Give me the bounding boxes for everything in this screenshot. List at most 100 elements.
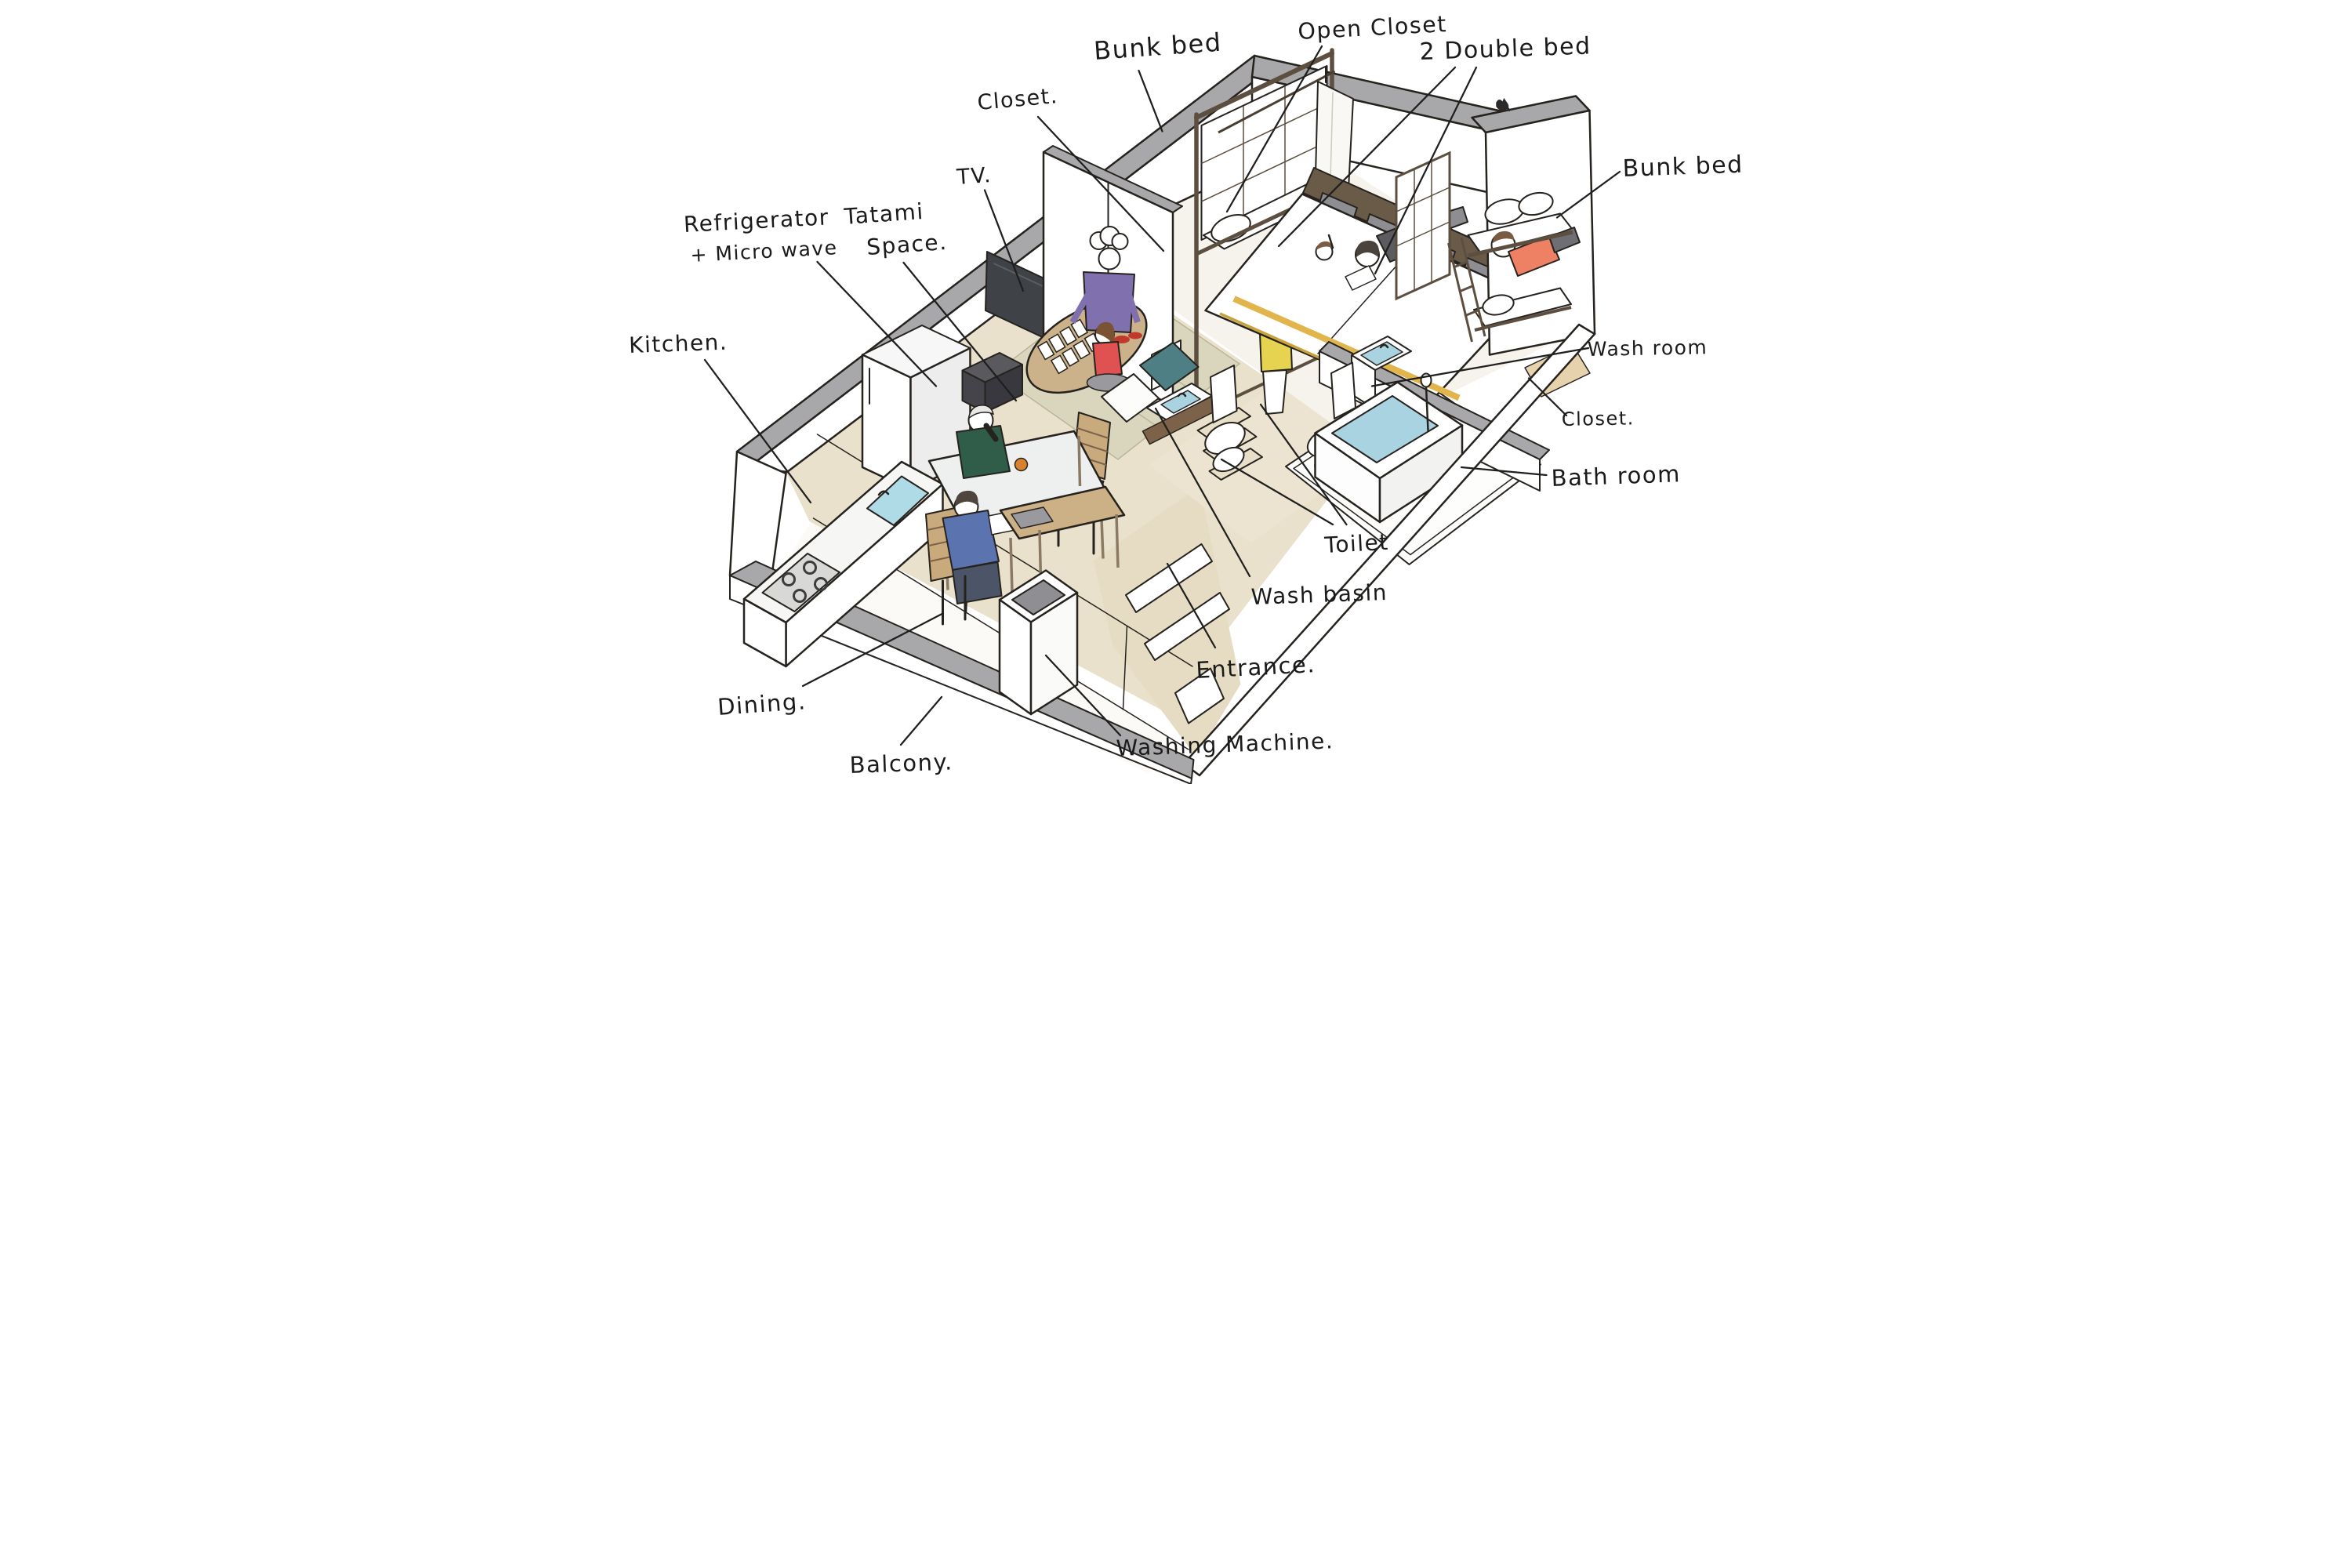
floor-plan-page: Bunk bed Open Closet 2 Double bed Closet… bbox=[588, 0, 1764, 784]
label-dining: Dining. bbox=[717, 688, 807, 720]
washroom-sink-cabinet bbox=[1351, 336, 1412, 410]
tatami-zone bbox=[1025, 226, 1200, 423]
label-closet-right: Closet. bbox=[1562, 407, 1635, 430]
label-wash-basin: Wash basin bbox=[1250, 579, 1388, 610]
bench-cushion bbox=[1011, 506, 1054, 529]
bunk-shoji-grid bbox=[1201, 85, 1327, 220]
label-bath-room: Bath room bbox=[1551, 460, 1681, 492]
entrance-zone bbox=[1125, 543, 1230, 724]
washroom-cabinet-basin bbox=[1360, 341, 1403, 366]
refrigerator-leader bbox=[816, 260, 938, 387]
toilet-leader-1 bbox=[1220, 458, 1334, 526]
grandfather-hair bbox=[968, 405, 995, 419]
child2-arm bbox=[1327, 234, 1334, 249]
label-bunk-bed-top: Bunk bed bbox=[1093, 27, 1223, 66]
washing-machine-lid bbox=[1011, 579, 1065, 615]
bathroom-zone bbox=[1314, 372, 1464, 524]
kitchen-zone bbox=[742, 325, 1023, 668]
mug bbox=[1014, 457, 1029, 472]
label-closet-top: Closet. bbox=[976, 84, 1059, 115]
mother-hair bbox=[1356, 240, 1379, 257]
book-paper bbox=[1345, 265, 1377, 291]
playing-cards bbox=[1036, 318, 1102, 375]
double-bed-leader-2 bbox=[1374, 66, 1478, 275]
washing-machine-unit bbox=[998, 569, 1079, 716]
stove-burners bbox=[782, 561, 828, 603]
right-bunk-ladder bbox=[1447, 237, 1486, 343]
father bbox=[925, 490, 1016, 626]
open-closet-rod bbox=[1218, 70, 1336, 134]
label-wash-room: Wash room bbox=[1588, 336, 1708, 361]
label-refrigerator-2: + Micro wave bbox=[690, 236, 838, 267]
wash-basin-faucet bbox=[1177, 392, 1187, 397]
washroom-faucet bbox=[1379, 343, 1389, 349]
bunk-bed-right-leader bbox=[1555, 170, 1621, 219]
label-balcony: Balcony. bbox=[849, 748, 953, 779]
father-legs bbox=[952, 561, 1003, 604]
bunk-bed-right-unit bbox=[1395, 95, 1596, 356]
grandmother-arm-right bbox=[1125, 291, 1141, 324]
grandmother-slipper2 bbox=[1128, 332, 1142, 339]
child2-hair bbox=[1316, 241, 1332, 250]
right-bunk-lower-rail bbox=[1474, 306, 1572, 332]
west-end-wall bbox=[728, 450, 787, 577]
tatami-leader bbox=[902, 261, 1018, 402]
label-tv: TV. bbox=[955, 163, 993, 190]
double-bed-leader-1 bbox=[1277, 66, 1457, 248]
refrigerator-unit bbox=[861, 325, 1023, 492]
right-bunk-pillow2 bbox=[1518, 191, 1554, 216]
closet-top-leader bbox=[1036, 115, 1165, 252]
bunk-bed-top-leader bbox=[1138, 69, 1163, 132]
toilet-a-base bbox=[1212, 446, 1245, 473]
girl-shirt bbox=[1092, 341, 1123, 377]
entrance-door bbox=[1174, 667, 1225, 724]
label-bunk-bed-right: Bunk bed bbox=[1622, 151, 1744, 183]
kitchen-leader bbox=[703, 358, 812, 504]
grandfather bbox=[956, 405, 1011, 479]
toilet-leader-2 bbox=[1259, 403, 1348, 526]
dining-leader bbox=[801, 612, 944, 688]
leader-lines bbox=[703, 45, 1621, 746]
microwave-side bbox=[984, 364, 1023, 413]
label-double-bed: 2 Double bed bbox=[1419, 32, 1592, 66]
bath-room-leader bbox=[1460, 466, 1548, 477]
grandfather-arm bbox=[983, 423, 999, 442]
child-on-bed bbox=[1315, 234, 1334, 261]
father-sweater bbox=[942, 510, 1000, 571]
wash-room-leader bbox=[1370, 347, 1590, 387]
shower-pole bbox=[1425, 385, 1429, 432]
genkan-step bbox=[1125, 543, 1213, 613]
grandmother bbox=[1069, 226, 1142, 343]
toilet-a bbox=[1204, 365, 1246, 473]
tv-leader bbox=[983, 189, 1025, 292]
apartment-isometric-illustration: Bunk bed Open Closet 2 Double bed Closet… bbox=[588, 0, 1764, 784]
entrance-leader bbox=[1166, 562, 1217, 649]
label-tatami-1: Tatami bbox=[843, 198, 925, 230]
balcony-leader bbox=[899, 695, 943, 746]
grandmother-sweater bbox=[1083, 271, 1135, 333]
label-tatami-2: Space. bbox=[866, 229, 948, 260]
label-refrigerator-1: Refrigerator bbox=[683, 204, 829, 238]
genkan-step2 bbox=[1144, 592, 1230, 661]
open-closet-leader bbox=[1225, 45, 1323, 213]
label-toilet: Toilet bbox=[1323, 529, 1390, 558]
teal-floor-cushion bbox=[1139, 342, 1200, 391]
father-hair bbox=[955, 490, 978, 506]
person-hair bbox=[1493, 230, 1515, 243]
dining-bench bbox=[999, 485, 1126, 593]
stove-plate bbox=[761, 553, 840, 612]
bathtub-water bbox=[1331, 395, 1439, 463]
wash-basin-leader bbox=[1154, 407, 1251, 578]
right-bunk-lattice-grid bbox=[1396, 161, 1450, 291]
closet-right-leader bbox=[1527, 377, 1568, 417]
kitchen-counter-left bbox=[742, 597, 787, 668]
tv-screen-glare bbox=[993, 263, 1044, 287]
label-kitchen: Kitchen. bbox=[629, 329, 728, 358]
label-entrance: Entrance. bbox=[1196, 651, 1316, 684]
grandmother-head bbox=[1098, 247, 1121, 270]
child-legs bbox=[1262, 369, 1287, 415]
kitchen-sink bbox=[866, 475, 929, 526]
grandfather-sweater bbox=[956, 425, 1011, 479]
white-floor-cushion bbox=[1101, 373, 1160, 423]
right-bunk-lower-pillow bbox=[1482, 294, 1515, 316]
